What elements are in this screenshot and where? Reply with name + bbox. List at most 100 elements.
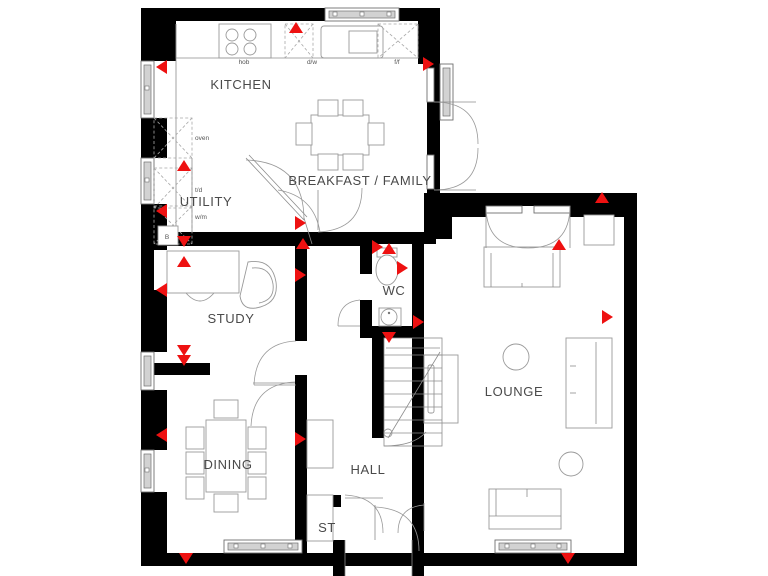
- chair: [317, 153, 339, 171]
- wash-basin-box: [378, 307, 402, 327]
- wall-porch-left: [333, 540, 345, 576]
- chair: [342, 99, 364, 117]
- newel-post: [383, 428, 393, 438]
- radiator-arrow: [372, 240, 383, 254]
- chair: [247, 451, 267, 475]
- radiator-arrow: [602, 310, 613, 324]
- television: [427, 364, 435, 414]
- kitchen-fittings: [153, 23, 419, 246]
- chair: [295, 122, 313, 146]
- door-breakfast-hall: [277, 189, 321, 245]
- sofa-right: [565, 337, 613, 429]
- fridge-freezer-symbol: [377, 23, 419, 59]
- chair: [213, 493, 239, 513]
- dining-table-breakfast: [310, 114, 370, 156]
- hob-burner: [243, 42, 257, 56]
- door-wc: [337, 299, 361, 327]
- radiator-arrow: [595, 192, 609, 203]
- window-top-kitchen: [324, 7, 400, 22]
- door-hall-breakfast: [317, 187, 363, 233]
- wall-hall-lounge: [412, 232, 424, 553]
- wall-study-right: [295, 246, 307, 341]
- radiator-arrow: [295, 432, 306, 446]
- door-study: [253, 340, 297, 386]
- sink-bowl: [348, 30, 378, 54]
- wall-utility-right: [232, 232, 246, 246]
- radiator-arrow: [552, 239, 566, 250]
- appliance-label-wm: w/m: [194, 214, 207, 221]
- wash-basin: [380, 308, 398, 326]
- appliance-labels: hob d/w f/f oven t/d w/m B: [165, 59, 400, 241]
- sofa-top: [483, 246, 561, 288]
- dining-table-set: [185, 399, 267, 513]
- radiator-arrow: [156, 60, 167, 74]
- room-label-breakfast: BREAKFAST / FAMILY: [288, 173, 431, 188]
- radiator-arrow: [177, 355, 191, 366]
- chair: [342, 153, 364, 171]
- radiator-markers: [156, 22, 613, 564]
- sofa-bottom: [488, 488, 562, 530]
- radiator-arrow: [177, 256, 191, 267]
- room-label-lounge: LOUNGE: [485, 384, 544, 399]
- window-bottom-lounge: [494, 539, 572, 554]
- radiator-arrow: [295, 268, 306, 282]
- wall-right-upper: [418, 8, 440, 64]
- wall-lounge-top-right: [570, 193, 624, 217]
- window-right-lounge-upper: [439, 63, 454, 121]
- staircase: [383, 337, 443, 447]
- chair: [247, 476, 267, 500]
- room-label-utility: UTILITY: [180, 194, 233, 209]
- radiator-arrow: [423, 57, 434, 71]
- appliance-label-oven: oven: [195, 135, 209, 142]
- wall-kitchen-left-e: [141, 492, 167, 553]
- appliance-label-boiler: B: [165, 234, 169, 241]
- hob-burner: [225, 42, 239, 56]
- wall-wc-left: [360, 232, 372, 274]
- radiator-arrow: [156, 283, 167, 297]
- radiator-arrow: [177, 236, 191, 247]
- wall-lounge-top-left: [424, 193, 486, 217]
- wall-kitchen-tl: [141, 8, 176, 61]
- wall-st-left: [295, 495, 307, 553]
- radiator-arrow: [295, 216, 306, 230]
- wall-stair-left: [372, 338, 384, 438]
- study-chair: [185, 292, 215, 302]
- radiator-arrow: [289, 22, 303, 33]
- radiator-arrow: [156, 428, 167, 442]
- door-front: [374, 505, 420, 552]
- wall-study-dining: [154, 363, 210, 375]
- room-label-hall: HALL: [351, 462, 386, 477]
- dining-table: [205, 419, 247, 493]
- wall-porch-right: [412, 540, 424, 576]
- room-label-study: STUDY: [207, 311, 254, 326]
- boiler-symbol: [157, 225, 179, 246]
- room-label-dining: DINING: [203, 457, 252, 472]
- study-desk: [166, 250, 240, 294]
- chair: [247, 426, 267, 450]
- appliance-label-hob: hob: [239, 59, 250, 66]
- side-table: [558, 451, 584, 477]
- wall-kitchen-left-c: [141, 290, 167, 352]
- radiator-arrow: [177, 160, 191, 171]
- chair: [185, 451, 205, 475]
- wall-kitchen-left-d: [141, 390, 167, 450]
- room-label-wc: WC: [383, 283, 406, 298]
- breakfast-table-set: [295, 99, 385, 171]
- window-left-study: [140, 351, 155, 391]
- chair: [317, 99, 339, 117]
- doors-group: [245, 67, 571, 576]
- wall-diagonal-breakfast: [246, 232, 314, 246]
- wall-angled-hall: [302, 232, 360, 246]
- room-labels: KITCHEN BREAKFAST / FAMILY UTILITY STUDY…: [180, 77, 544, 535]
- radiator-arrow: [296, 238, 310, 249]
- lounge-furniture: [423, 214, 615, 530]
- hob-burner: [225, 28, 239, 42]
- radiator-arrow: [156, 204, 167, 218]
- radiator-arrow: [413, 315, 424, 329]
- hall-cupboard: [306, 419, 334, 469]
- chair: [213, 399, 239, 419]
- appliance-label-td: t/d: [195, 187, 203, 194]
- radiator-arrow: [397, 261, 408, 275]
- stair-direction-arrow: [387, 351, 441, 439]
